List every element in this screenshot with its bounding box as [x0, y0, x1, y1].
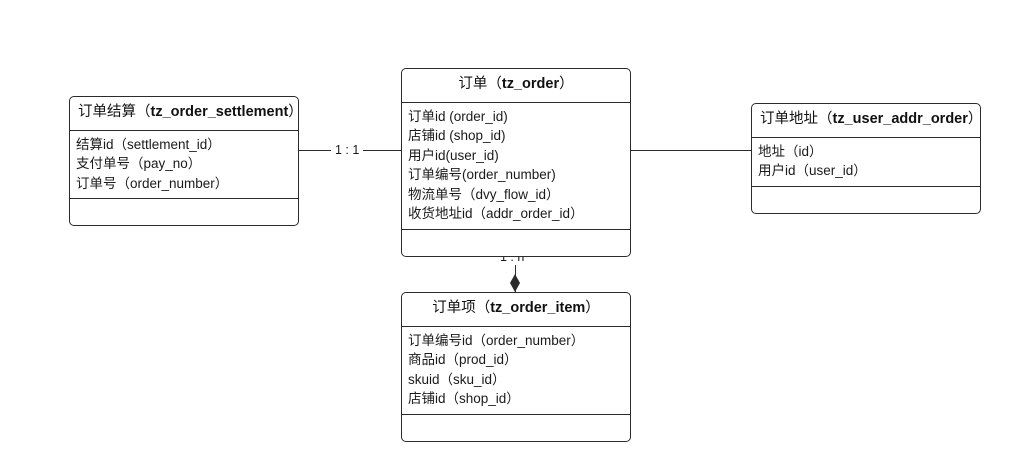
- entity-operations-user-addr-order: [752, 187, 980, 213]
- entity-title-paren-close: ）: [559, 76, 574, 92]
- attribute-row: 支付单号（pay_no）: [76, 156, 202, 172]
- attribute-row: 商品id（prod_id）: [408, 352, 518, 368]
- entity-order-item[interactable]: 订单项（tz_order_item） 订单编号id（order_number） …: [401, 292, 631, 442]
- entity-title-paren-close: ）: [288, 104, 303, 120]
- attribute-row: 结算id（settlement_id）: [76, 136, 221, 152]
- entity-title-paren-open: （: [475, 300, 491, 316]
- entity-operations-order-item: [402, 415, 630, 441]
- entity-title-paren-open: （: [818, 111, 833, 127]
- entity-title-table-order-settlement: tz_order_settlement: [150, 104, 289, 120]
- attribute-row: 物流单号（dvy_flow_id）: [408, 186, 560, 202]
- attribute-row: 订单id (order_id): [408, 108, 508, 124]
- entity-title-order-settlement: 订单结算（tz_order_settlement）: [70, 97, 303, 131]
- entity-title-paren-open: （: [136, 104, 151, 120]
- entity-title-order-item: 订单项（tz_order_item）: [402, 293, 630, 327]
- entity-order[interactable]: 订单（tz_order） 订单id (order_id) 店铺id (shop_…: [401, 68, 631, 257]
- attribute-row: 店铺id (shop_id): [408, 128, 506, 144]
- entity-title-cn-order-settlement: 订单结算: [78, 104, 136, 120]
- entity-title-paren-open: （: [487, 76, 502, 92]
- attribute-row: 店铺id（shop_id）: [408, 391, 520, 407]
- entity-operations-order-settlement: [70, 199, 298, 225]
- entity-attributes-user-addr-order: 地址（id） 用户id（user_id）: [752, 138, 980, 187]
- entity-title-user-addr-order: 订单地址（tz_user_addr_order）: [752, 104, 983, 138]
- connector-order-address: [629, 150, 753, 151]
- attribute-row: 订单编号(order_number): [408, 167, 556, 183]
- attribute-row: 收货地址id（addr_order_id）: [408, 206, 584, 222]
- entity-title-cn-order-item: 订单项: [432, 300, 476, 316]
- entity-title-table-order-item: tz_order_item: [490, 300, 586, 316]
- cardinality-label-settlement-order: 1 : 1: [331, 142, 364, 158]
- entity-title-table-order: tz_order: [501, 76, 560, 92]
- entity-title-table-user-addr-order: tz_user_addr_order: [832, 111, 968, 127]
- entity-title-paren-close: ）: [585, 300, 600, 316]
- attribute-row: 地址（id）: [758, 143, 823, 159]
- entity-title-cn-order: 订单: [458, 76, 488, 92]
- attribute-row: 订单号（order_number）: [76, 175, 229, 191]
- attribute-row: skuid（sku_id）: [408, 371, 506, 387]
- entity-title-paren-close: ）: [967, 111, 983, 127]
- entity-operations-order: [402, 230, 630, 256]
- entity-attributes-order-settlement: 结算id（settlement_id） 支付单号（pay_no） 订单号（ord…: [70, 131, 298, 200]
- entity-order-settlement[interactable]: 订单结算（tz_order_settlement） 结算id（settlemen…: [69, 96, 303, 227]
- attribute-row: 订单编号id（order_number）: [408, 332, 585, 348]
- entity-user-addr-order[interactable]: 订单地址（tz_user_addr_order） 地址（id） 用户id（use…: [751, 103, 983, 214]
- attribute-row: 用户id（user_id）: [758, 163, 867, 179]
- attribute-row: 用户id(user_id): [408, 147, 499, 163]
- entity-title-order: 订单（tz_order）: [402, 69, 630, 103]
- entity-title-cn-user-addr-order: 订单地址: [760, 111, 818, 127]
- entity-attributes-order: 订单id (order_id) 店铺id (shop_id) 用户id(user…: [402, 103, 630, 230]
- entity-attributes-order-item: 订单编号id（order_number） 商品id（prod_id） skuid…: [402, 327, 630, 415]
